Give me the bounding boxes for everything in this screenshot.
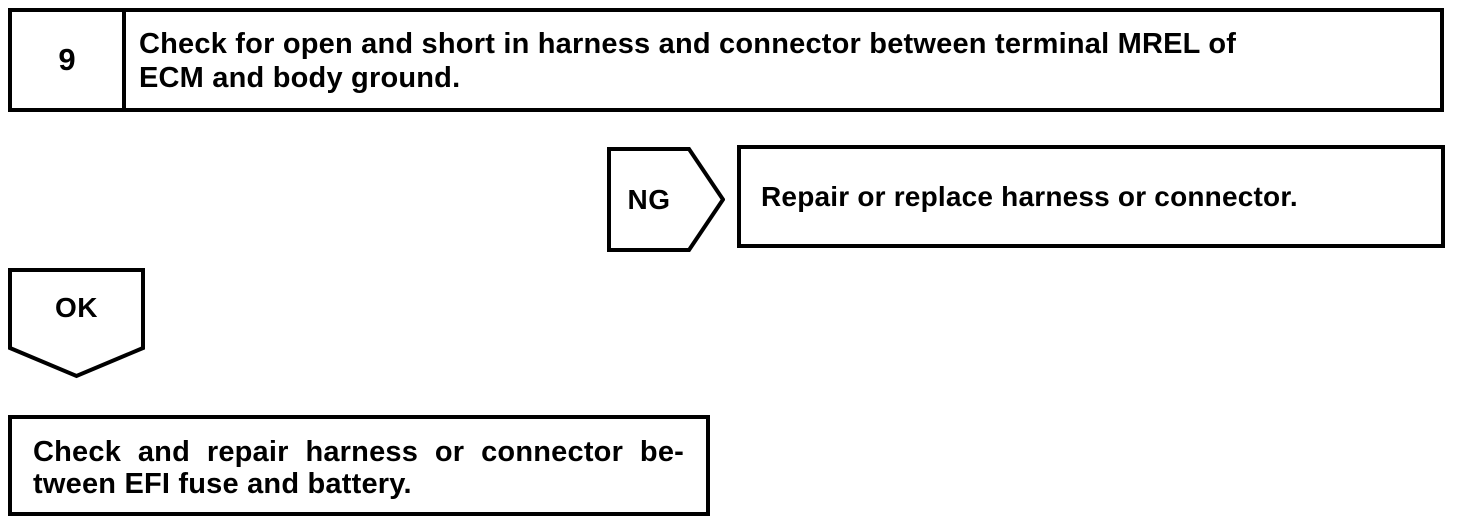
result-box: Check and repair harness or connector be… <box>8 415 710 516</box>
ok-connector: OK <box>8 268 145 379</box>
ok-arrow-shape <box>8 268 145 379</box>
result-text-line-1: Check and repair harness or connector be… <box>33 436 684 468</box>
step-instruction-line-1: Check for open and short in harness and … <box>139 28 1237 60</box>
ng-connector: NG <box>607 147 725 252</box>
ng-connector-label: NG <box>627 183 671 215</box>
step-number: 9 <box>12 12 126 108</box>
ng-action-box: Repair or replace harness or connector. <box>737 145 1445 248</box>
step-instruction-line-2: ECM and body ground. <box>139 62 461 94</box>
ok-connector-label: OK <box>55 292 98 323</box>
ng-arrow-shape <box>607 147 725 252</box>
result-text-line-2: tween EFI fuse and battery. <box>33 468 412 500</box>
ng-action-text: Repair or replace harness or connector. <box>761 180 1298 212</box>
step-box: 9 Check for open and short in harness an… <box>8 8 1444 112</box>
step-instruction: Check for open and short in harness and … <box>126 12 1254 108</box>
